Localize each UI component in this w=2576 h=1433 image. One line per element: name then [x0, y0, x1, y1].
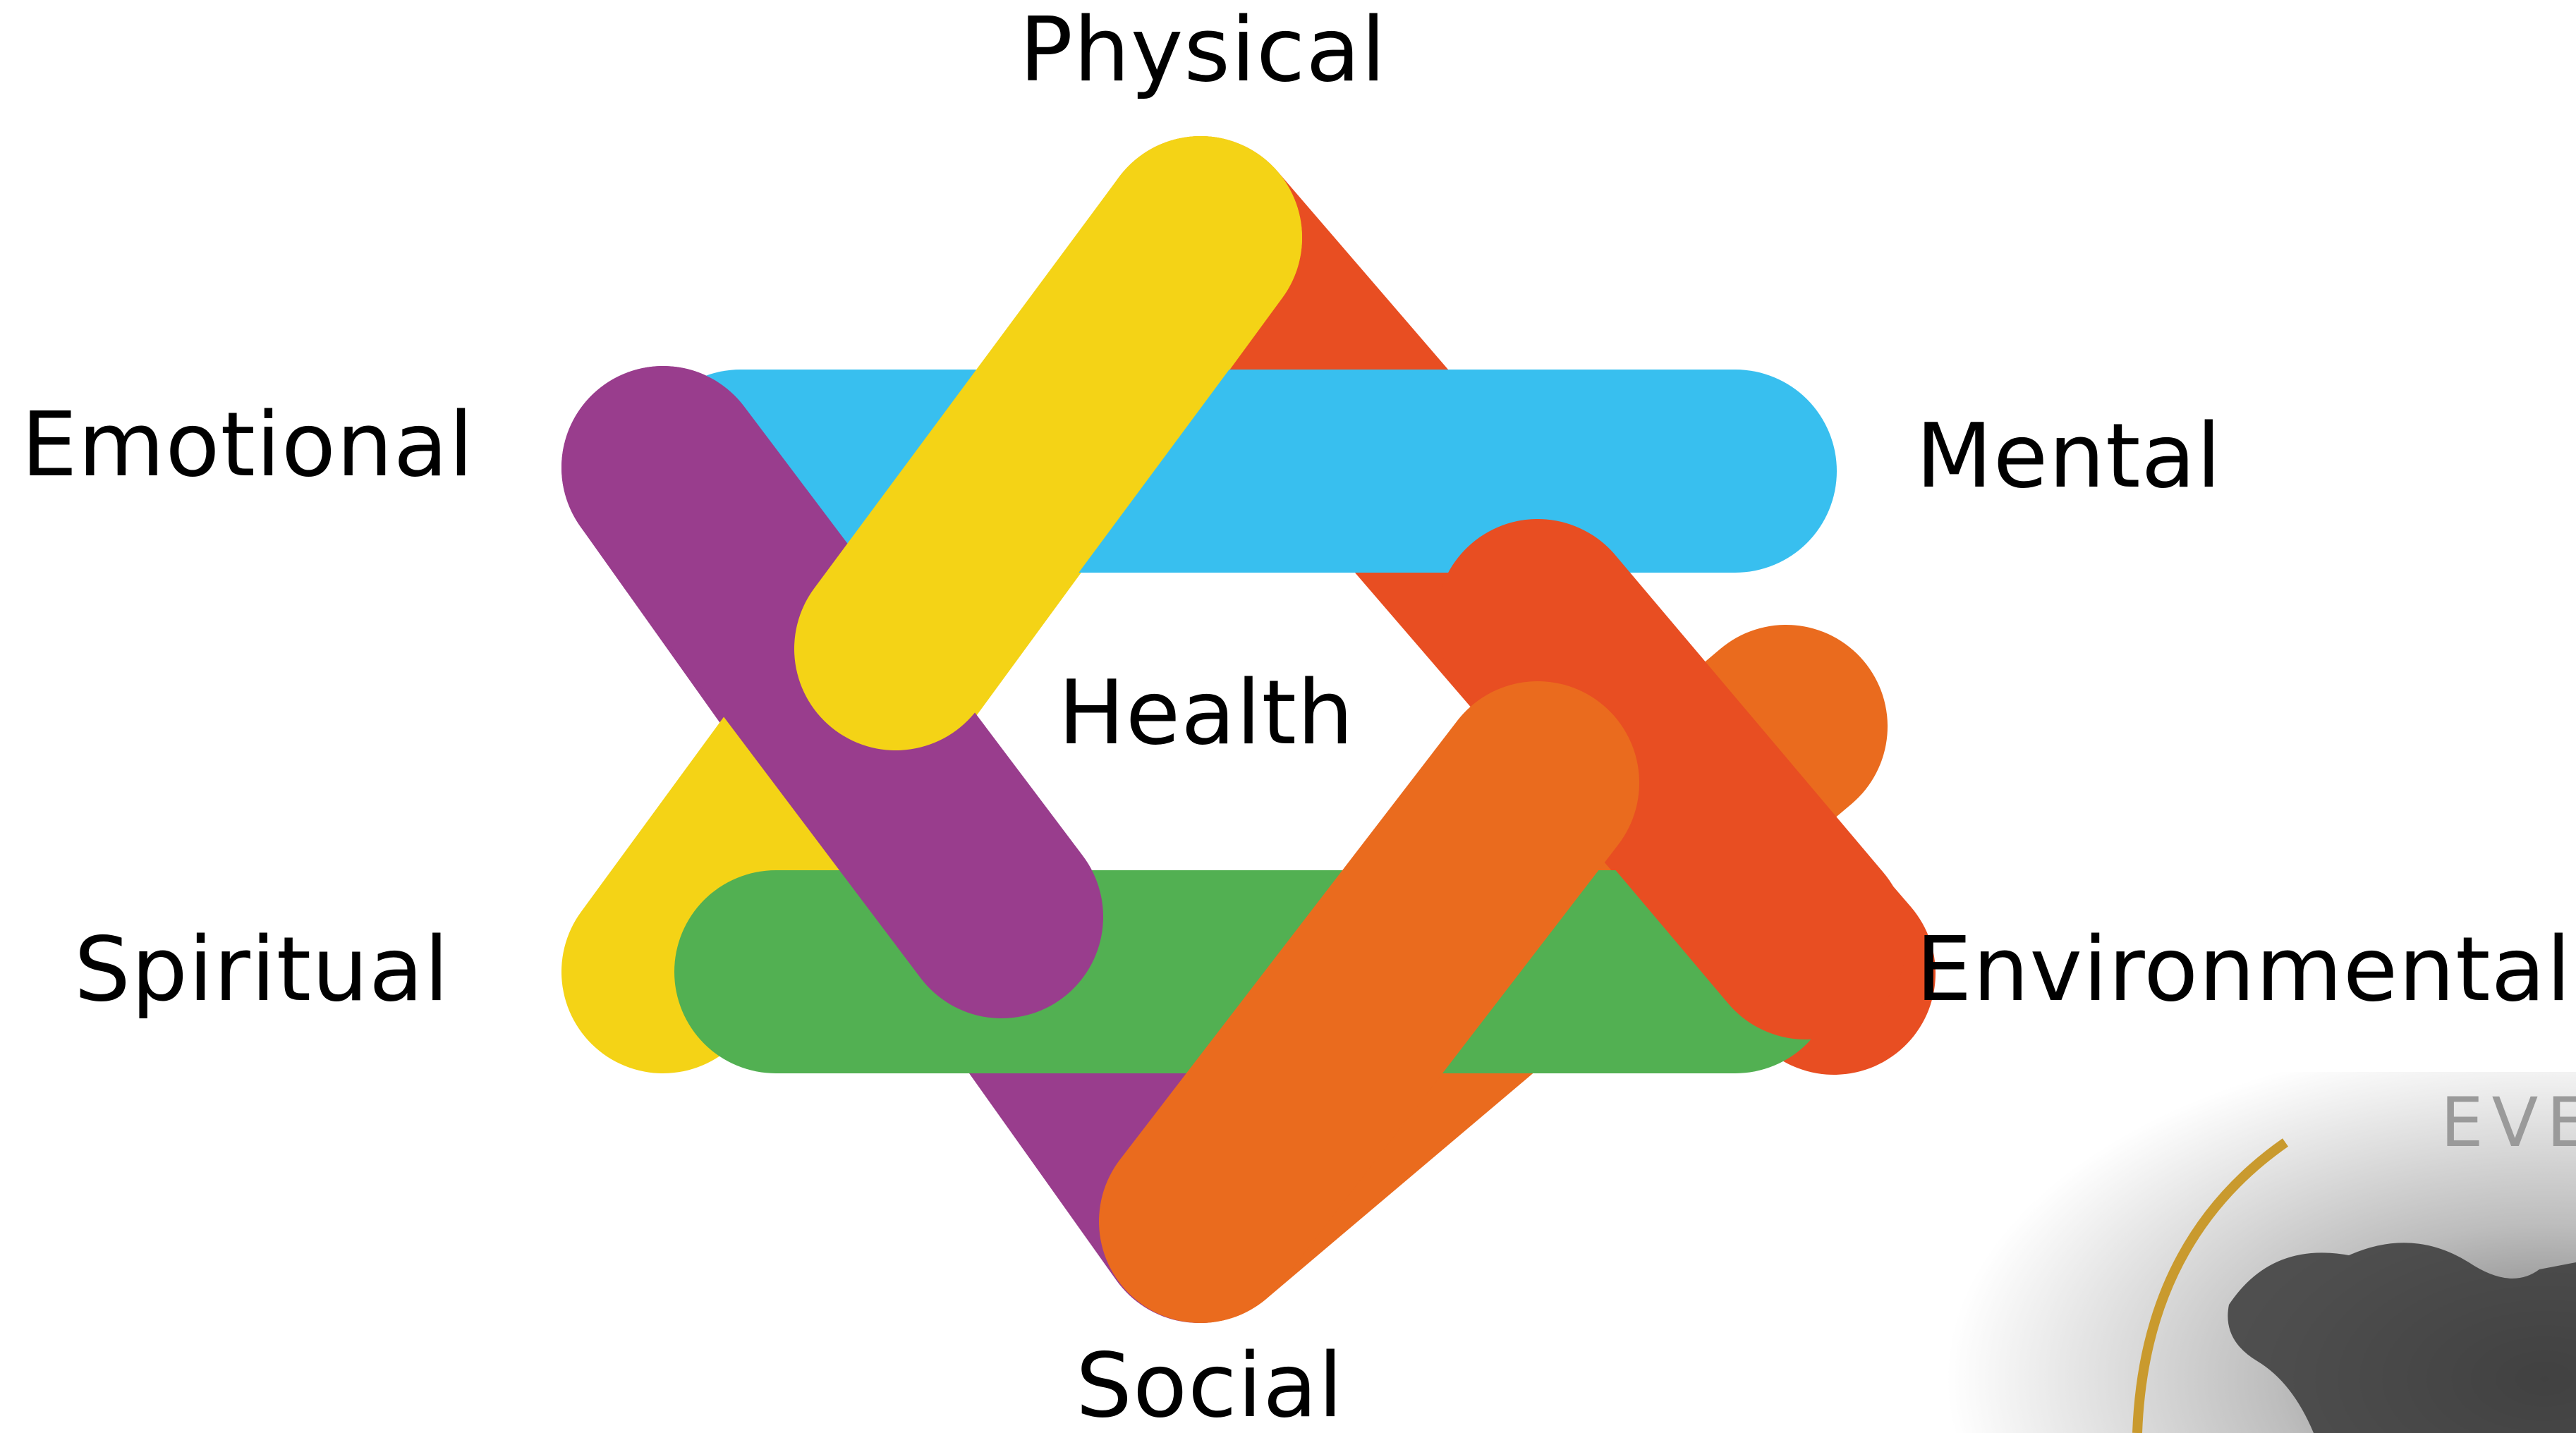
band-physical-overlap [1436, 519, 1907, 1039]
label-mental: Mental [1916, 404, 2222, 508]
center-label-health: Health [1058, 661, 1354, 764]
center-hexagon [991, 573, 1414, 866]
world-map-shape [2228, 1243, 2576, 1433]
band-social-overlap [1099, 681, 1639, 1323]
corner-photo: EVE [1947, 1072, 2576, 1433]
label-environmental: Environmental [1916, 917, 2572, 1021]
gold-arc [2132, 1138, 2289, 1433]
label-spiritual: Spiritual [74, 917, 450, 1021]
label-physical: Physical [1019, 0, 1387, 102]
corner-photo-text: EVE [2441, 1083, 2576, 1162]
label-social: Social [1076, 1334, 1344, 1433]
label-emotional: Emotional [21, 393, 475, 496]
band-spiritual-overlap [794, 136, 1302, 750]
